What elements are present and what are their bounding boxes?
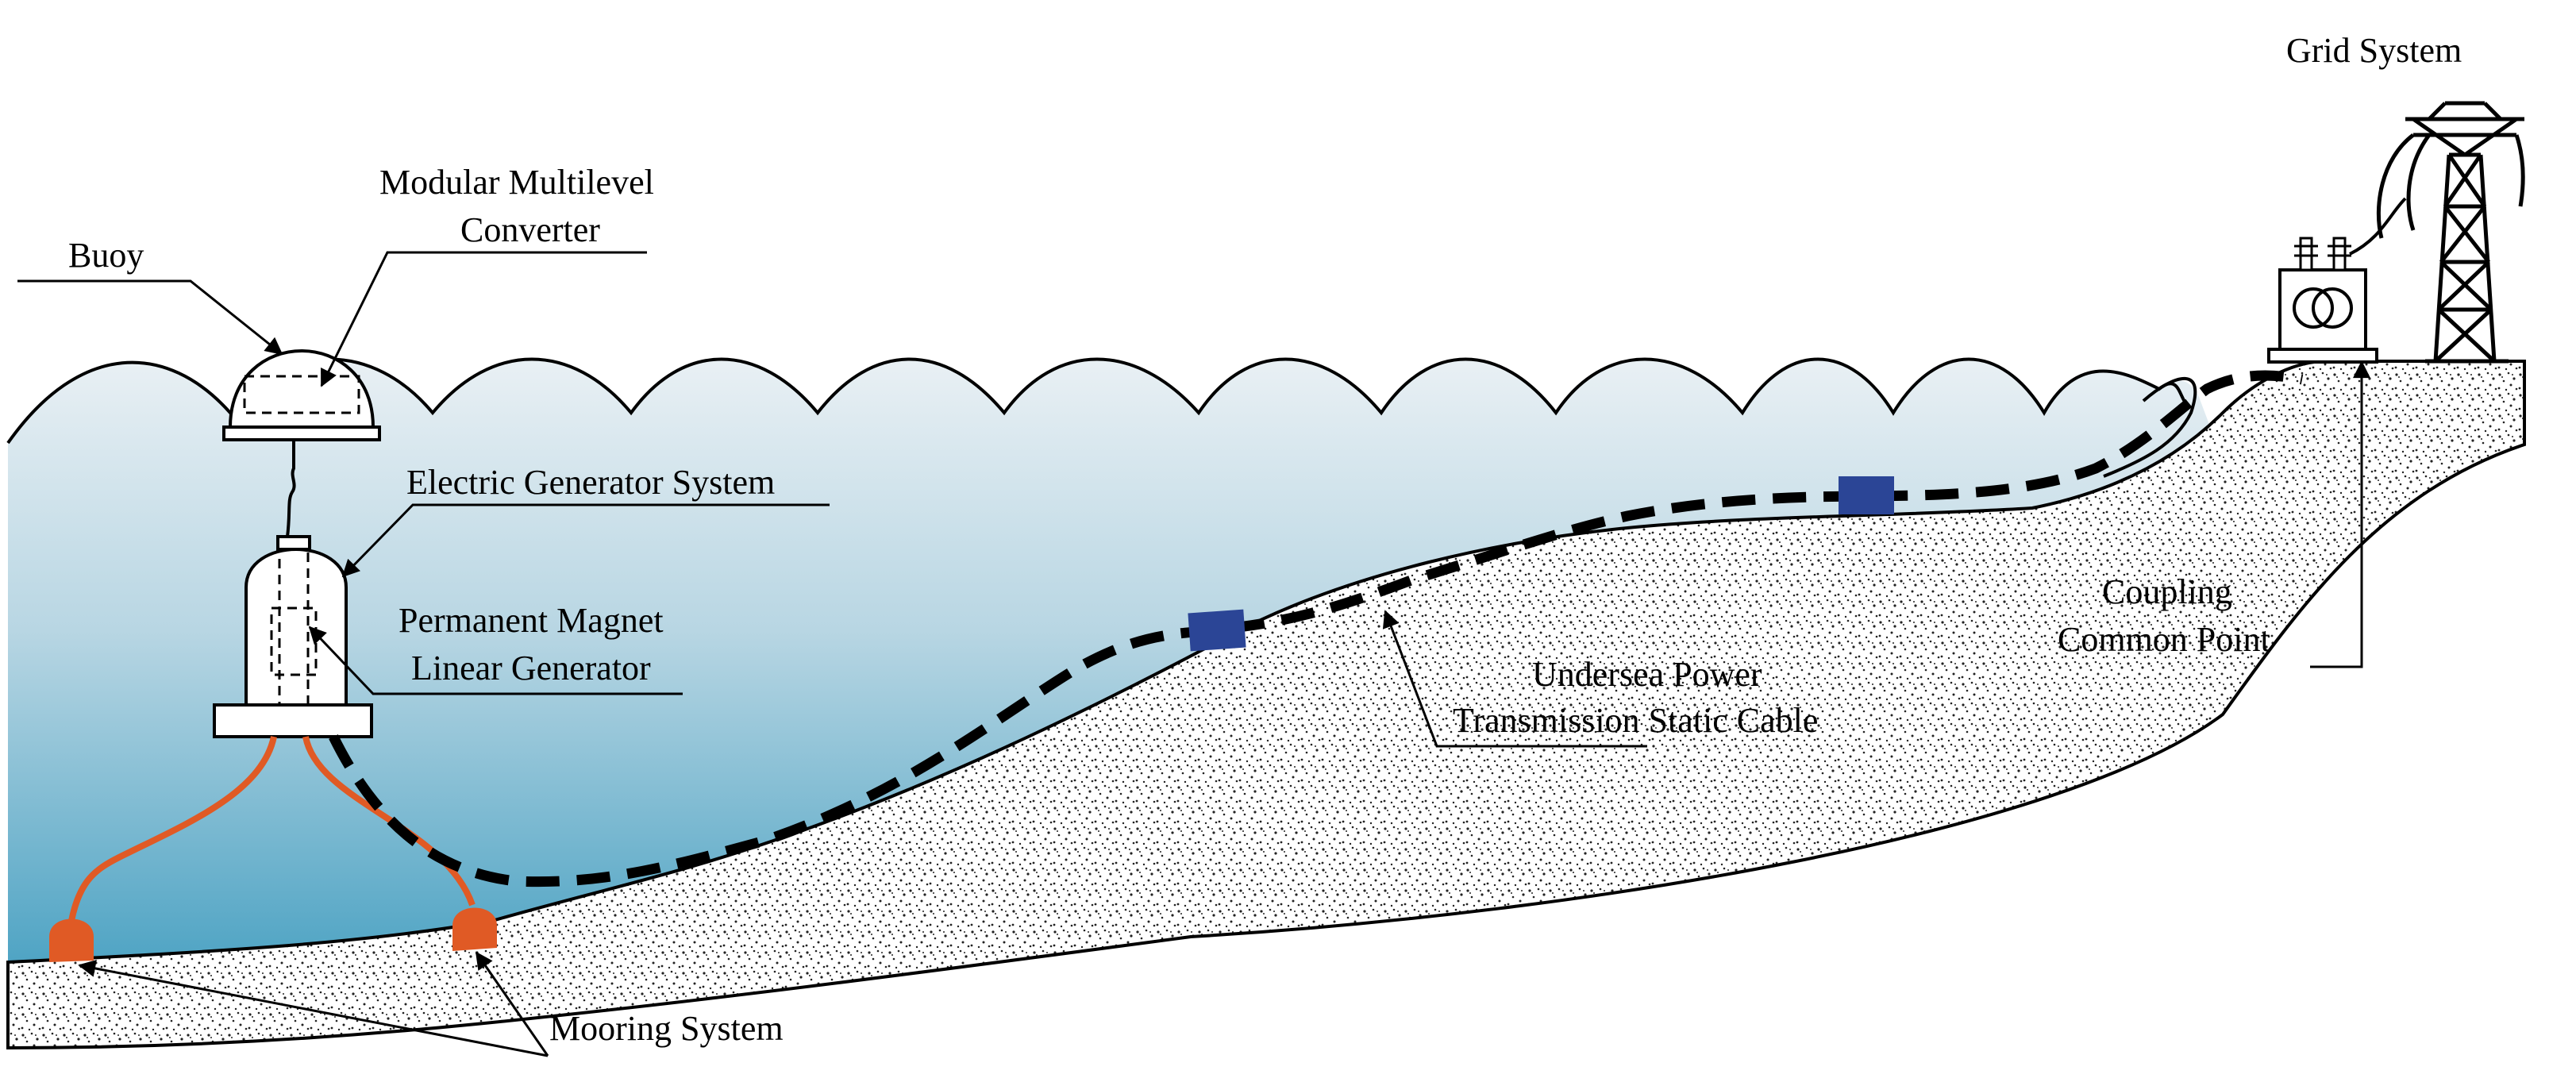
label-converter-line2: Converter bbox=[460, 210, 600, 249]
label-converter-line1: Modular Multilevel bbox=[379, 163, 654, 202]
label-grid-system: Grid System bbox=[2286, 31, 2462, 70]
generator-base bbox=[213, 703, 373, 738]
cable-leader bbox=[1382, 610, 1647, 748]
label-pmlg-line1: Permanent Magnet bbox=[399, 601, 664, 640]
transformer-coil-2 bbox=[2312, 287, 2353, 329]
buoy-dome bbox=[228, 349, 375, 429]
cable-repeater-2 bbox=[1839, 476, 1894, 514]
transformer-coil-1 bbox=[2293, 287, 2334, 329]
label-pcc-line1: Coupling bbox=[2102, 572, 2232, 611]
egs-leader bbox=[341, 503, 830, 578]
converter-leader bbox=[320, 251, 647, 387]
transformer-pad bbox=[2267, 348, 2378, 364]
buoy-leader bbox=[17, 279, 283, 356]
buoy-base bbox=[222, 425, 381, 441]
transformer-feeder bbox=[2349, 197, 2407, 256]
pcc-leader bbox=[2310, 360, 2370, 668]
sea-surface-waves bbox=[6, 357, 2189, 445]
converter-box bbox=[243, 375, 360, 414]
cable-repeater-1 bbox=[1188, 609, 1246, 652]
shore-break bbox=[2103, 376, 2197, 478]
label-cable-line2: Transmission Static Cable bbox=[1453, 701, 1818, 740]
generator-housing bbox=[245, 548, 348, 705]
anchor-right bbox=[452, 907, 497, 951]
label-pcc-line2: Common Point bbox=[2058, 620, 2270, 659]
label-electric-generator-system: Electric Generator System bbox=[406, 463, 775, 502]
mooring-system bbox=[49, 736, 497, 962]
mooring-line-right bbox=[302, 736, 476, 907]
generator-cap bbox=[276, 535, 311, 551]
pmlg-core bbox=[270, 606, 318, 676]
mooring-line-left bbox=[68, 736, 277, 922]
leader-lines bbox=[17, 251, 2370, 1057]
label-pmlg-line2: Linear Generator bbox=[411, 649, 651, 687]
anchor-left bbox=[49, 918, 94, 962]
label-mooring-system: Mooring System bbox=[549, 1009, 784, 1048]
umbilical-cable bbox=[286, 440, 296, 537]
pmlg-leader bbox=[308, 626, 683, 695]
mooring-leader-left bbox=[78, 960, 549, 1057]
label-buoy: Buoy bbox=[68, 236, 144, 275]
bushing-1 bbox=[2299, 237, 2313, 271]
sea-water bbox=[8, 359, 2211, 962]
label-cable-line1: Undersea Power bbox=[1532, 655, 1762, 694]
substation-transformer bbox=[2267, 197, 2407, 364]
transmission-tower bbox=[2376, 101, 2525, 364]
bushing-2 bbox=[2332, 237, 2347, 271]
electric-generator-system bbox=[213, 535, 373, 738]
mooring-leader-right bbox=[475, 951, 549, 1057]
buoy bbox=[222, 349, 381, 441]
undersea-cable bbox=[329, 370, 2304, 888]
